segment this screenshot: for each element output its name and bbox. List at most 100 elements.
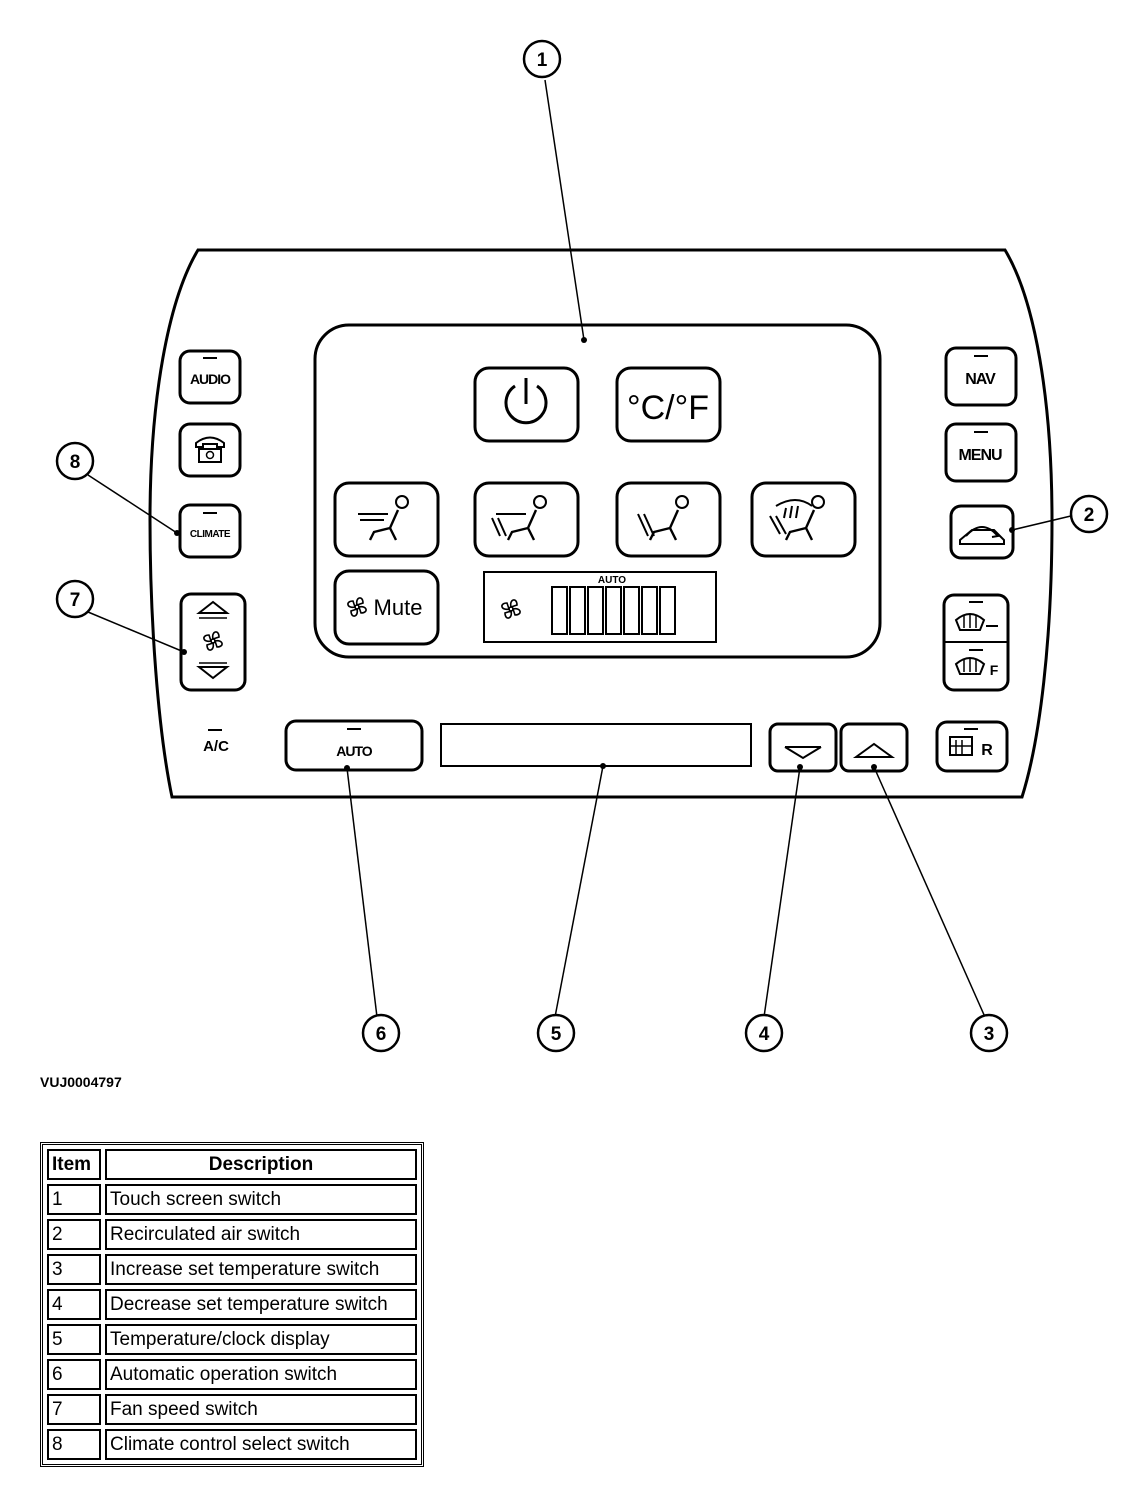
- mode-button-face[interactable]: [333, 481, 440, 558]
- audio-button[interactable]: AUDIO: [178, 349, 242, 405]
- legend-item: 1: [47, 1184, 101, 1215]
- audio-label: AUDIO: [190, 371, 231, 387]
- leader-dots: [174, 337, 1015, 771]
- mode-button-feet[interactable]: [615, 481, 722, 558]
- legend-item: 5: [47, 1324, 101, 1355]
- auto-label: AUTO: [336, 743, 373, 759]
- defrost-feet-icon: [769, 494, 826, 542]
- callout-6: 6: [361, 1013, 401, 1053]
- svg-text:1: 1: [537, 50, 548, 71]
- power-icon: [504, 378, 548, 425]
- decrease-temperature-button[interactable]: [768, 722, 838, 773]
- auto-button[interactable]: AUTO: [284, 719, 424, 772]
- legend-description: Fan speed switch: [105, 1394, 417, 1425]
- front-defrost-label: F: [990, 662, 999, 678]
- menu-button[interactable]: MENU: [944, 422, 1018, 483]
- unit-toggle-button[interactable]: °C/°F: [615, 366, 722, 443]
- ac-label: A/C: [203, 738, 229, 755]
- fan-speed-rocker[interactable]: [179, 592, 247, 692]
- callout-4: 4: [744, 1013, 784, 1053]
- fan-speed-display: AUTO: [483, 571, 717, 643]
- temperature-clock-display: [440, 723, 752, 767]
- callout-7: 7: [55, 579, 95, 619]
- climate-label: CLIMATE: [190, 529, 231, 540]
- power-button[interactable]: [473, 366, 580, 443]
- menu-label: MENU: [958, 447, 1002, 464]
- rear-defrost-icon: [949, 736, 973, 756]
- legend-description: Decrease set temperature switch: [105, 1289, 417, 1320]
- fan-level-segment: [551, 586, 568, 635]
- climate-button[interactable]: CLIMATE: [178, 503, 242, 559]
- legend-item: 4: [47, 1289, 101, 1320]
- leader-lines: [87, 79, 1076, 1018]
- fan-level-segment: [569, 586, 586, 635]
- svg-text:8: 8: [70, 452, 81, 473]
- fan-mute-button[interactable]: Mute: [333, 569, 440, 646]
- svg-text:2: 2: [1084, 505, 1095, 526]
- rear-defrost-label: R: [981, 742, 993, 759]
- fan-level-segment: [659, 586, 676, 635]
- nav-button[interactable]: NAV: [944, 346, 1018, 407]
- climate-control-diagram: °C/°F: [55, 39, 1109, 1053]
- fan-down-arrow-icon: [196, 666, 230, 680]
- mode-button-face-feet[interactable]: [473, 481, 580, 558]
- fan-up-arrow-icon: [196, 600, 230, 614]
- windshield-defrost-rear-rocker[interactable]: F: [942, 593, 1010, 692]
- fan-level-segment: [605, 586, 622, 635]
- windshield-defrost-icon: [954, 613, 998, 631]
- fan-level-segment: [623, 586, 640, 635]
- legend-item: 6: [47, 1359, 101, 1390]
- phone-button[interactable]: [178, 422, 242, 478]
- callout-1: 1: [522, 39, 562, 79]
- unit-toggle-label: °C/°F: [627, 389, 709, 427]
- legend-item: 7: [47, 1394, 101, 1425]
- legend-header-description: Description: [105, 1149, 417, 1180]
- legend-description: Touch screen switch: [105, 1184, 417, 1215]
- nav-label: NAV: [965, 371, 996, 388]
- legend-header-item: Item: [47, 1149, 101, 1180]
- fan-level-segment: [641, 586, 658, 635]
- callout-2: 2: [1069, 494, 1109, 534]
- face-feet-vent-icon: [491, 494, 548, 542]
- svg-text:5: 5: [551, 1024, 562, 1045]
- feet-vent-icon: [637, 494, 690, 542]
- callout-3: 3: [969, 1013, 1009, 1053]
- legend-item: 8: [47, 1429, 101, 1460]
- face-vent-icon: [358, 494, 410, 542]
- legend-header-row: Item Description: [47, 1149, 417, 1180]
- legend-item: 3: [47, 1254, 101, 1285]
- legend-description: Temperature/clock display: [105, 1324, 417, 1355]
- legend-description: Climate control select switch: [105, 1429, 417, 1460]
- mute-label: Mute: [374, 595, 423, 620]
- up-arrow-icon: [852, 742, 896, 758]
- front-defrost-icon: [954, 657, 986, 675]
- legend-description: Increase set temperature switch: [105, 1254, 417, 1285]
- callout-8: 8: [55, 441, 95, 481]
- svg-text:4: 4: [759, 1024, 770, 1045]
- phone-icon: [195, 436, 225, 463]
- auto-indicator: AUTO: [598, 575, 626, 586]
- legend-description: Recirculated air switch: [105, 1219, 417, 1250]
- increase-temperature-button[interactable]: [839, 722, 909, 773]
- fan-level-bars: [551, 586, 676, 635]
- recirculation-icon: [959, 526, 1005, 545]
- figure-id: VUJ0004797: [40, 1074, 122, 1090]
- ac-button[interactable]: A/C: [203, 729, 229, 755]
- svg-text:3: 3: [984, 1024, 995, 1045]
- legend-item: 2: [47, 1219, 101, 1250]
- touch-screen[interactable]: [313, 323, 882, 659]
- legend-description: Automatic operation switch: [105, 1359, 417, 1390]
- recirculation-button[interactable]: [949, 504, 1015, 560]
- svg-text:6: 6: [376, 1024, 387, 1045]
- svg-text:7: 7: [70, 590, 81, 611]
- callout-5: 5: [536, 1013, 576, 1053]
- rear-defrost-button[interactable]: R: [935, 720, 1009, 773]
- mode-button-defrost-feet[interactable]: [750, 481, 857, 558]
